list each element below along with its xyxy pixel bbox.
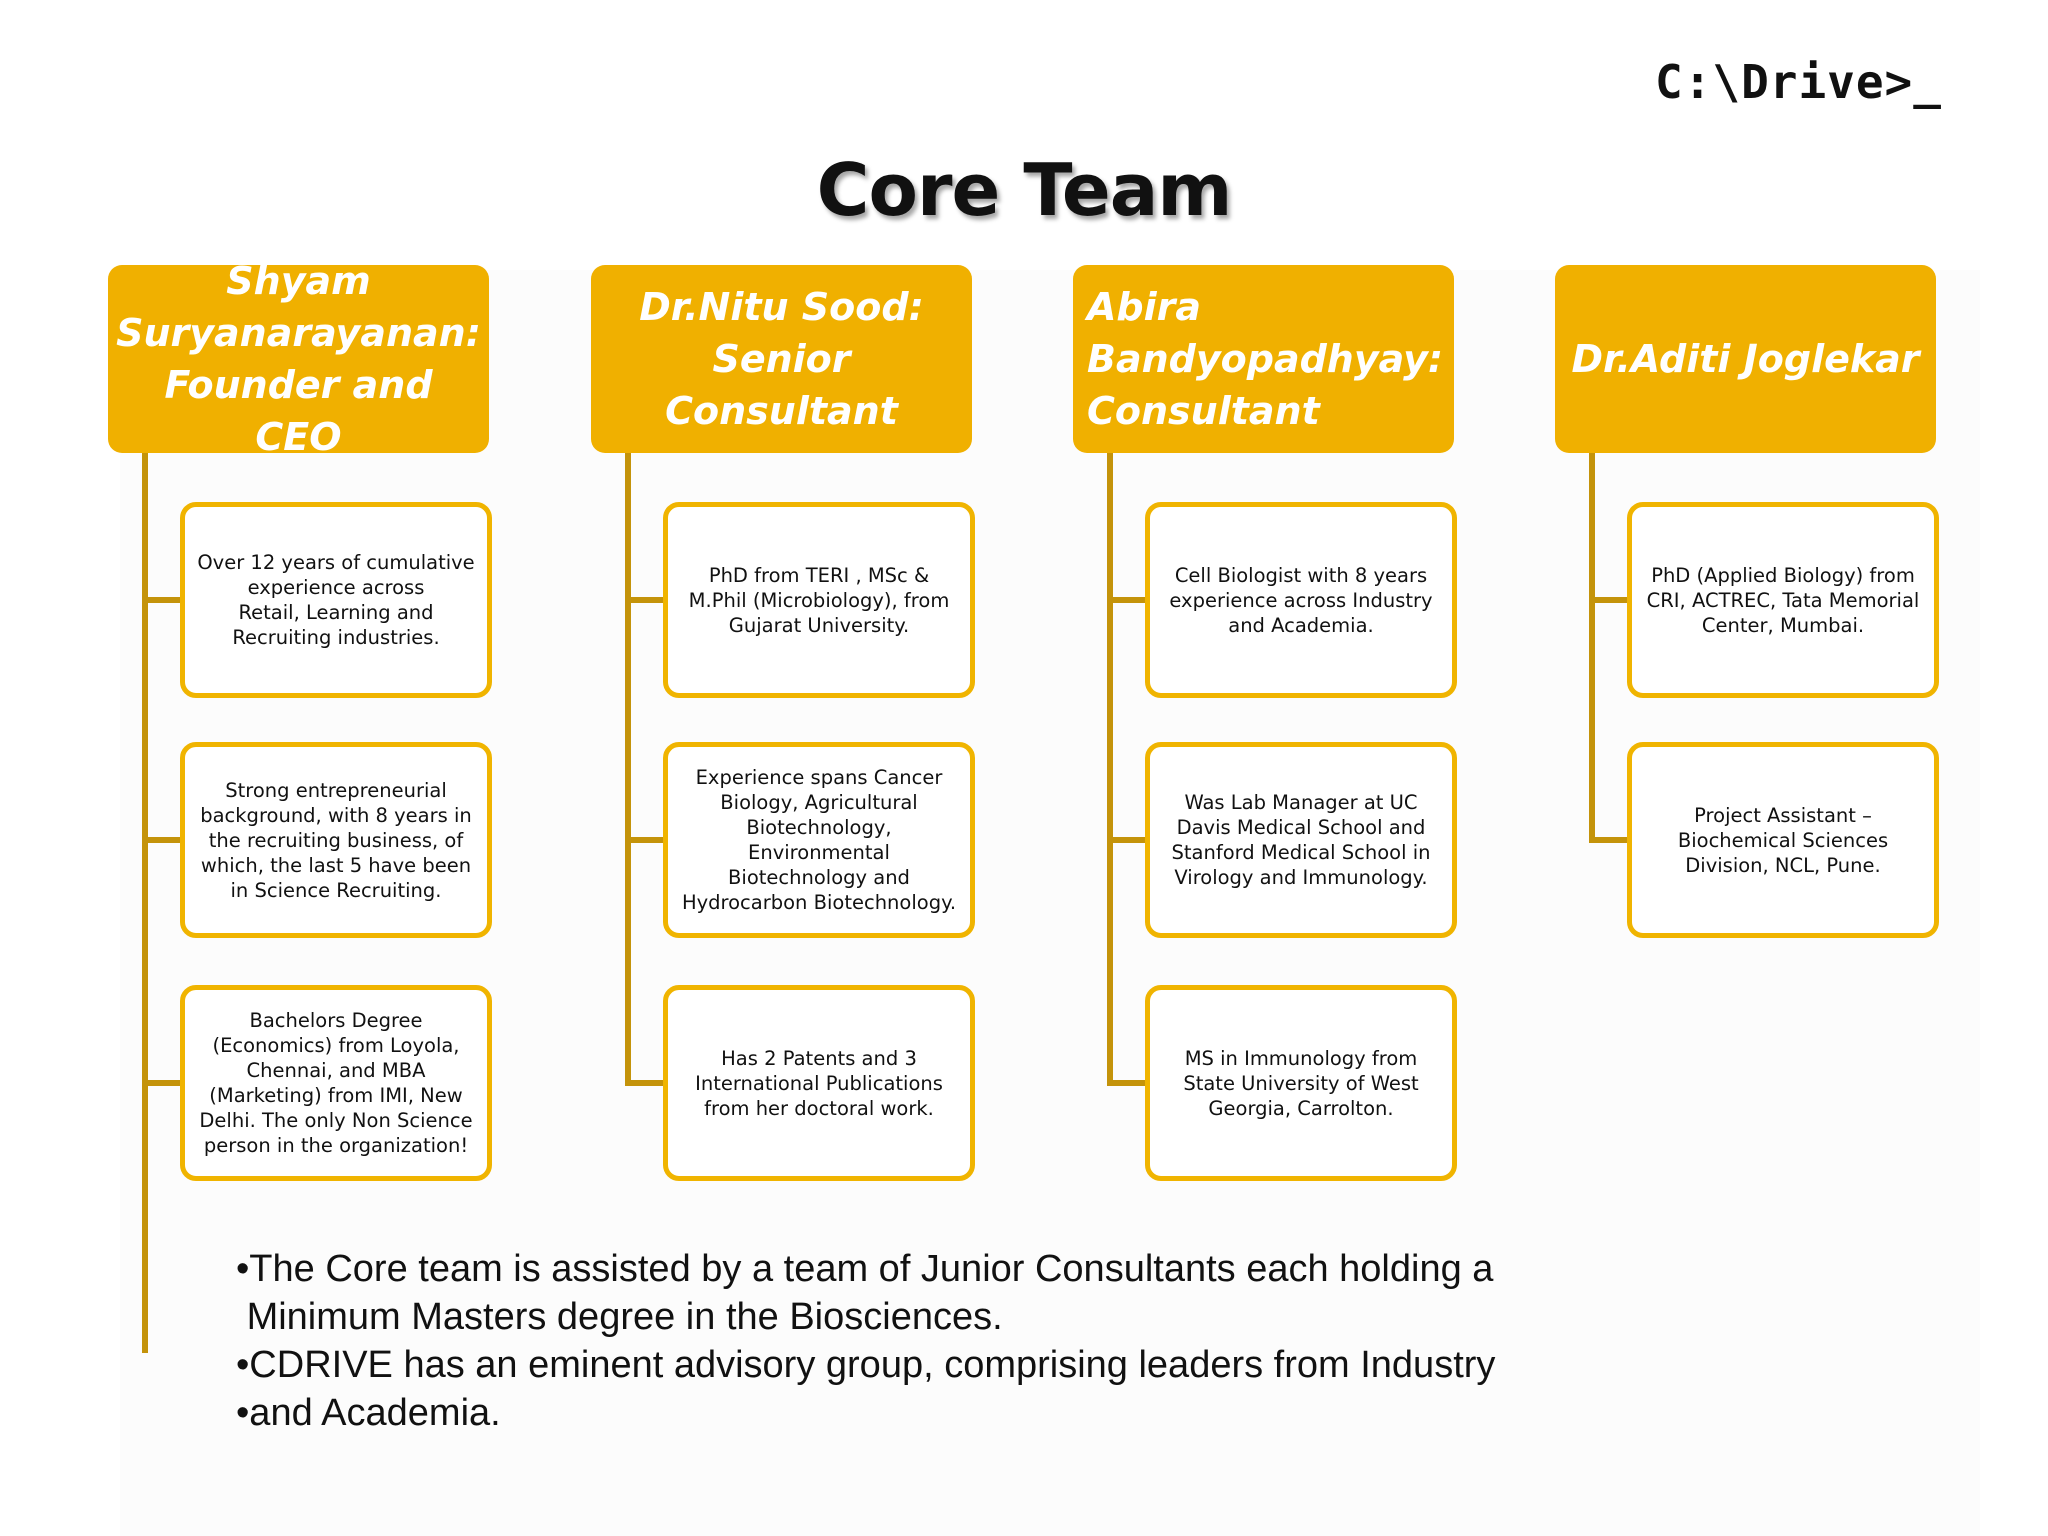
note-line: Minimum Masters degree in the Bioscience… <box>236 1296 1003 1338</box>
connector-branch <box>1107 597 1181 603</box>
connector-branch <box>142 837 216 843</box>
detail-card: Experience spans Cancer Biology, Agricul… <box>663 742 975 938</box>
detail-card: Cell Biologist with 8 years experience a… <box>1145 502 1457 698</box>
team-member-column-4: Dr.Aditi Joglekar PhD (Applied Biology) … <box>1555 265 2048 1185</box>
connector-branch <box>625 597 699 603</box>
connector-line <box>142 453 148 1353</box>
detail-card: Has 2 Patents and 3 International Public… <box>663 985 975 1181</box>
member-name-header: Dr.Nitu Sood: Senior Consultant <box>591 265 972 453</box>
detail-card: Was Lab Manager at UC Davis Medical Scho… <box>1145 742 1457 938</box>
detail-card: Strong entrepreneurial background, with … <box>180 742 492 938</box>
connector-branch <box>1107 837 1181 843</box>
connector-branch <box>1589 597 1663 603</box>
connector-branch <box>1589 837 1663 843</box>
member-name-header: Dr.Aditi Joglekar <box>1555 265 1936 453</box>
connector-branch <box>1107 1080 1181 1086</box>
connector-branch <box>142 1080 216 1086</box>
member-name: Shyam Suryanarayanan: Founder and CEO <box>116 259 481 459</box>
connector-line <box>1589 453 1595 843</box>
team-member-column-1: Shyam Suryanarayanan: Founder and CEO Ov… <box>108 259 648 1353</box>
company-logo: C:\Drive>_ <box>1655 55 1942 109</box>
team-member-column-2: Dr.Nitu Sood: Senior Consultant PhD from… <box>591 265 1131 1185</box>
detail-card: MS in Immunology from State University o… <box>1145 985 1457 1181</box>
team-member-column-3: Abira Bandyopadhyay: Consultant Cell Bio… <box>1073 265 1613 1185</box>
member-name-header: Abira Bandyopadhyay: Consultant <box>1073 265 1454 453</box>
connector-branch <box>142 597 216 603</box>
connector-branch <box>625 1080 699 1086</box>
detail-card: Project Assistant – Biochemical Sciences… <box>1627 742 1939 938</box>
member-name-header: Shyam Suryanarayanan: Founder and CEO <box>108 259 489 459</box>
connector-line <box>625 453 631 1086</box>
detail-card: Over 12 years of cumulative experience a… <box>180 502 492 698</box>
note-line: •The Core team is assisted by a team of … <box>236 1248 1494 1290</box>
note-line: •CDRIVE has an eminent advisory group, c… <box>236 1344 1496 1386</box>
connector-line <box>1107 453 1113 1086</box>
detail-card: Bachelors Degree (Economics) from Loyola… <box>180 985 492 1181</box>
note-line: •and Academia. <box>236 1392 501 1434</box>
bullet-notes: •The Core team is assisted by a team of … <box>236 1245 1636 1437</box>
member-name: Dr.Aditi Joglekar <box>1571 337 1920 381</box>
connector-branch <box>625 837 699 843</box>
page-title: Core Team <box>816 148 1233 232</box>
detail-card: PhD (Applied Biology) from CRI, ACTREC, … <box>1627 502 1939 698</box>
detail-card: PhD from TERI , MSc & M.Phil (Microbiolo… <box>663 502 975 698</box>
member-name: Dr.Nitu Sood: Senior Consultant <box>639 285 924 433</box>
member-name: Abira Bandyopadhyay: Consultant <box>1087 285 1444 433</box>
